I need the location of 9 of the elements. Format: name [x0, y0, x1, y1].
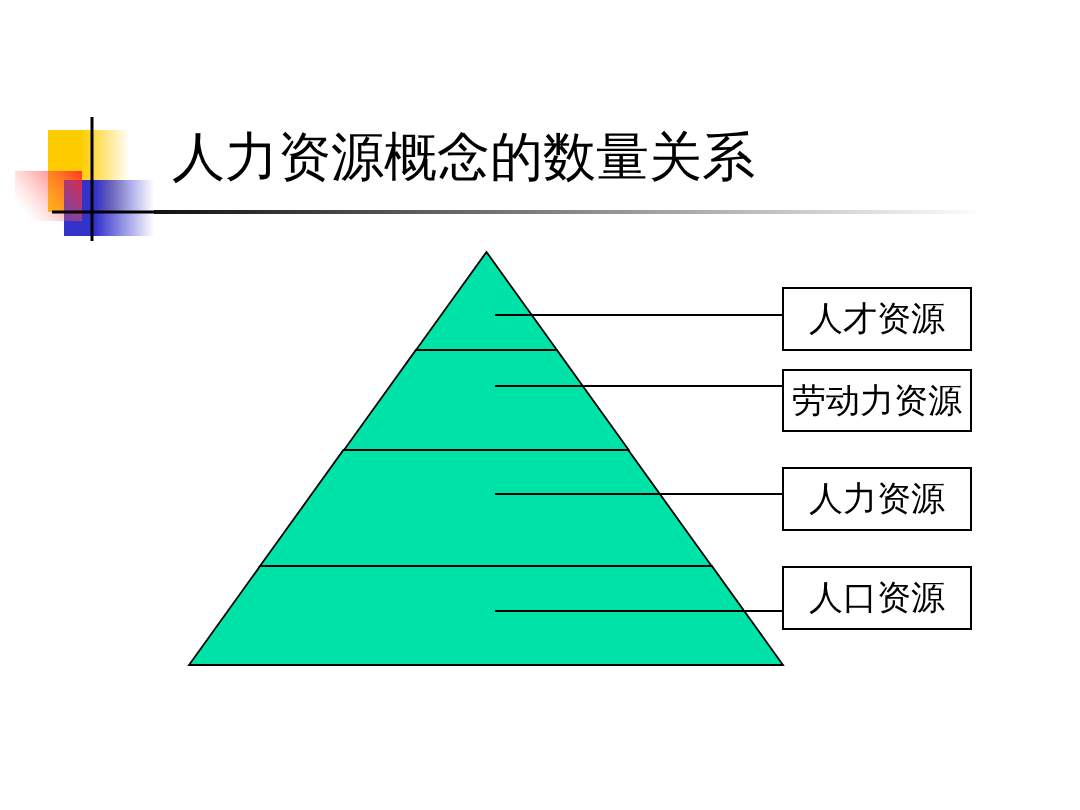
- tier-label: 人力资源: [782, 467, 972, 531]
- leader-line: [494, 385, 783, 387]
- tier-label: 劳动力资源: [782, 369, 972, 432]
- tier-label: 人口资源: [782, 566, 972, 630]
- leader-line: [494, 314, 783, 316]
- tier-label: 人才资源: [782, 287, 972, 351]
- leader-line: [494, 493, 783, 495]
- slide-title: 人力资源概念的数量关系: [172, 127, 755, 188]
- leader-line: [494, 610, 783, 612]
